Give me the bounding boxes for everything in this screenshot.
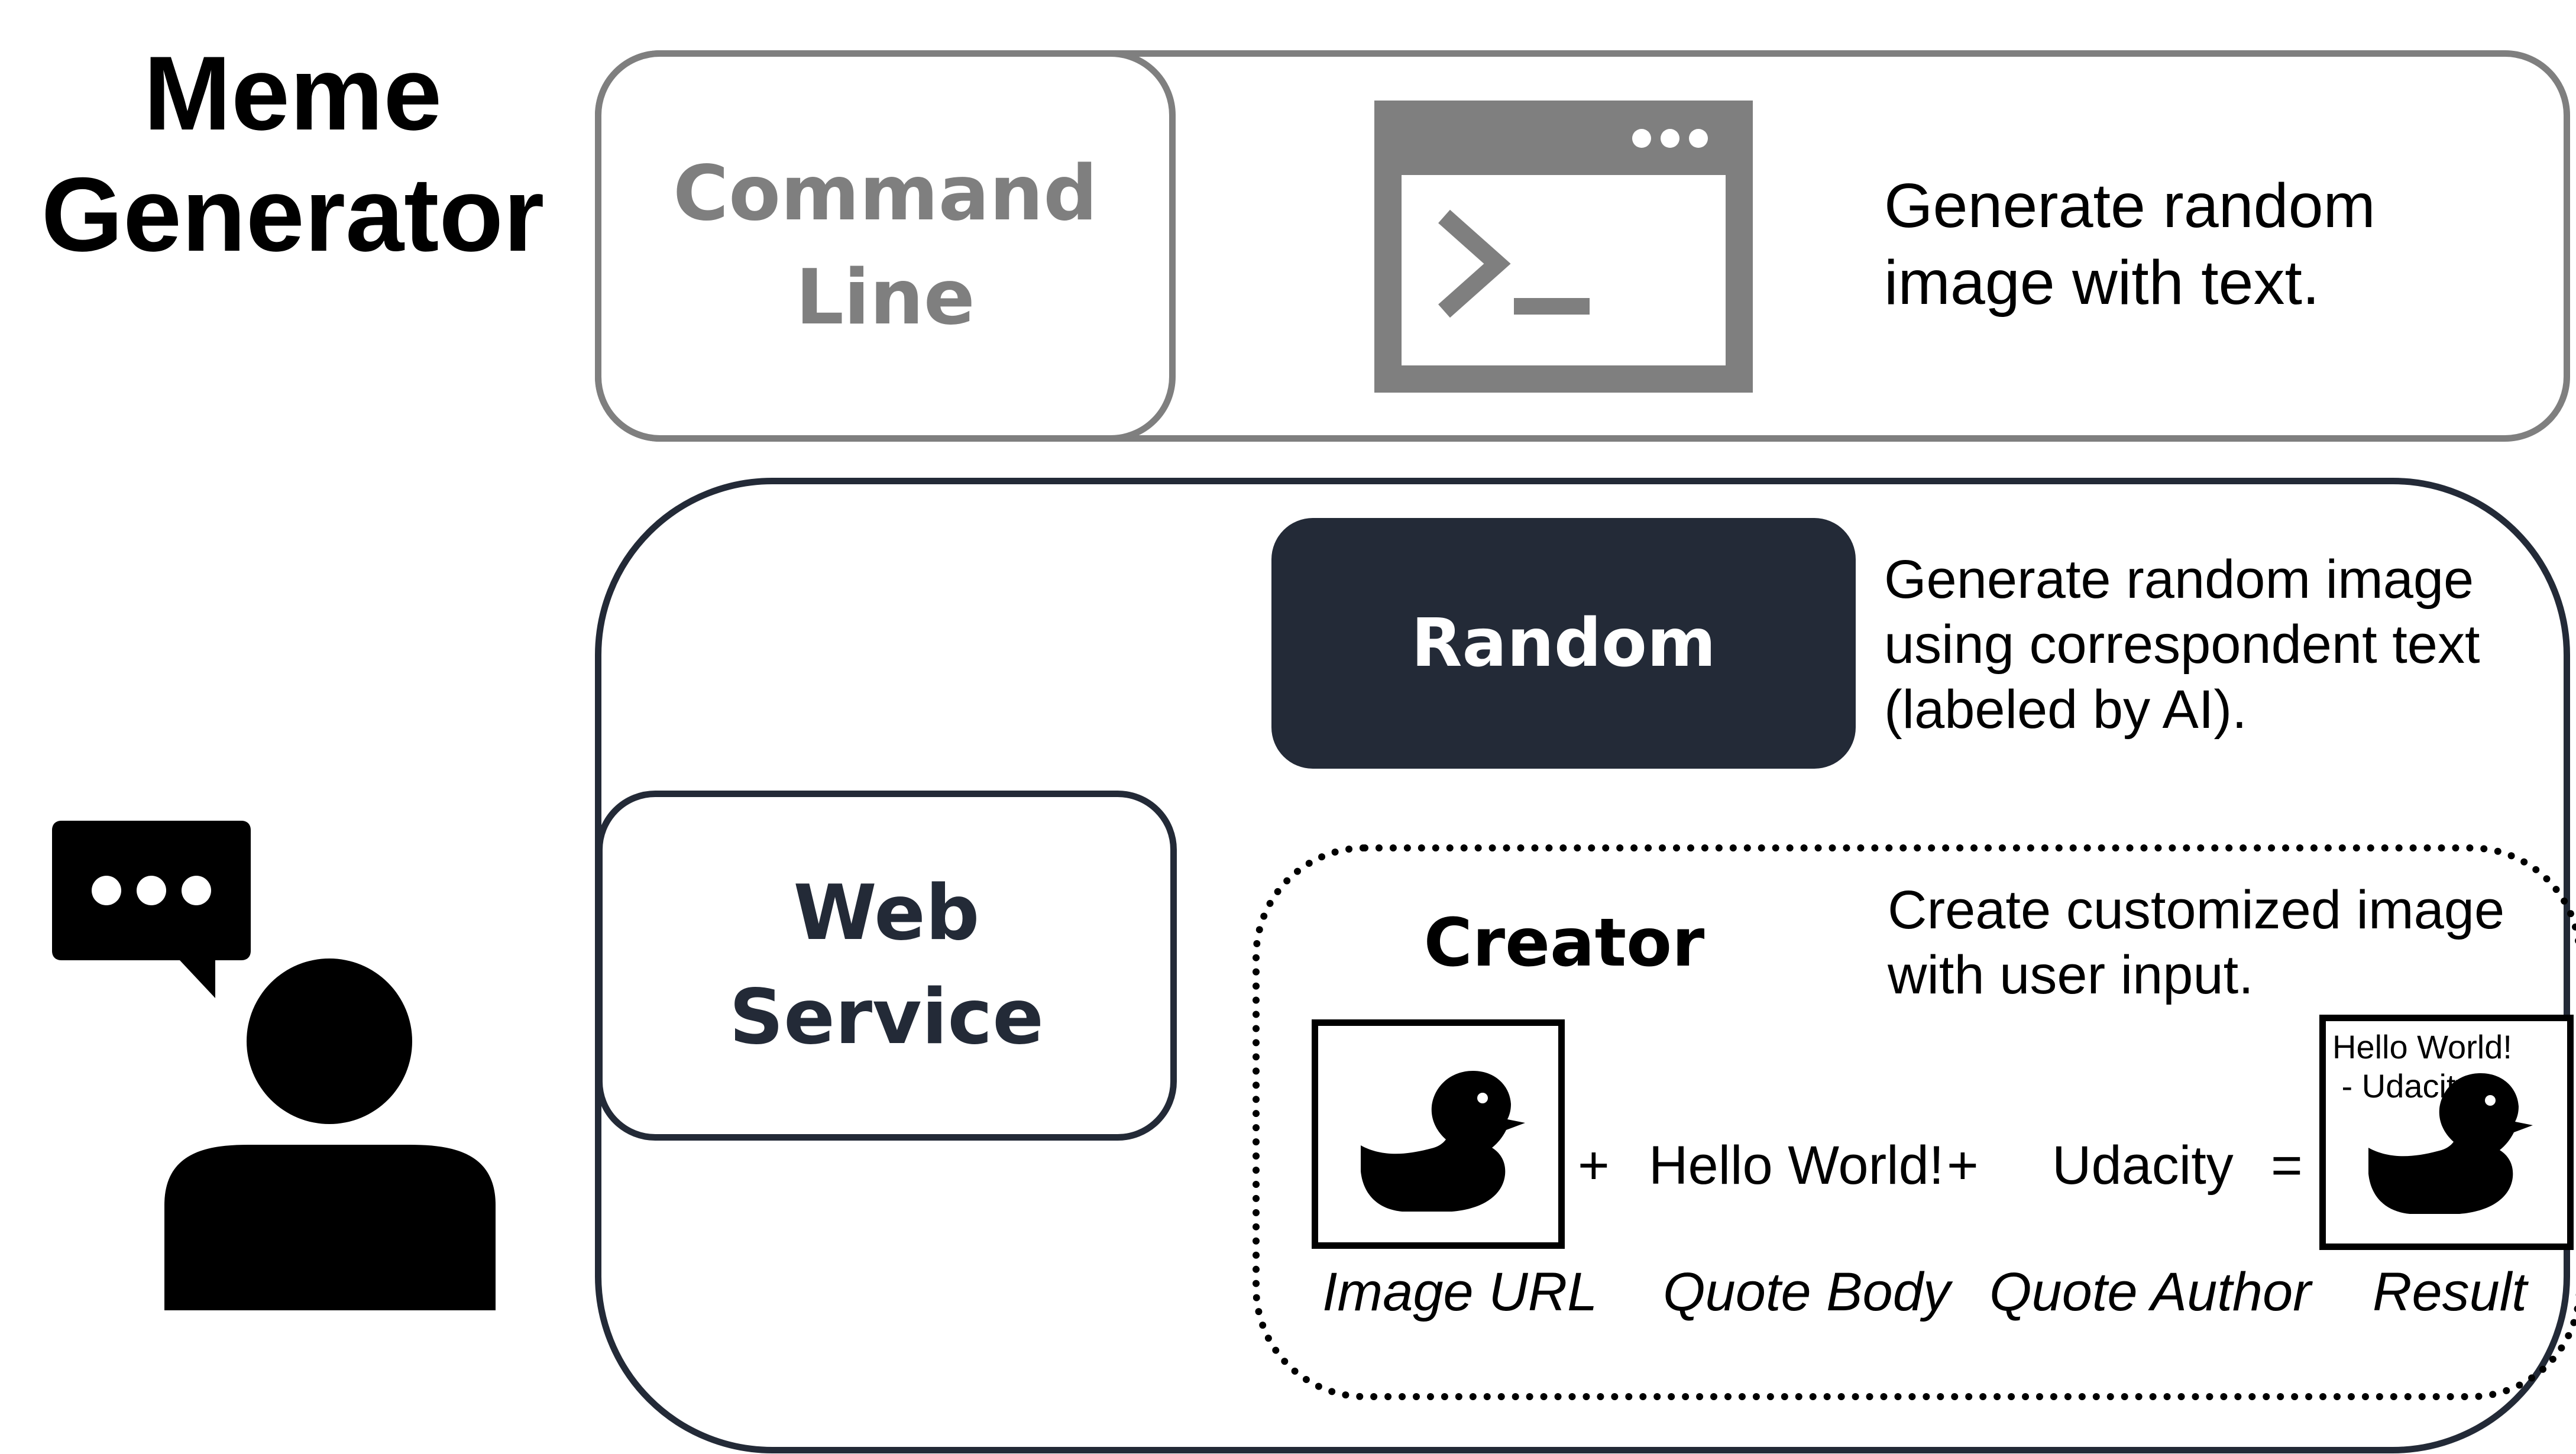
caption-quote-author: Quote Author: [1989, 1262, 2311, 1322]
command-line-description-line-2: image with text.: [1884, 248, 2320, 318]
quote-body-value: Hello World!: [1649, 1135, 1944, 1196]
random-description-line-2: using correspondent text: [1884, 614, 2480, 675]
duck-icon: [2368, 1073, 2533, 1214]
command-line-label: Command Line: [673, 142, 1098, 350]
page-title: Meme Generator: [0, 33, 585, 275]
command-line-description: Generate random image with text.: [1884, 167, 2546, 321]
web-service-label-box: Web Service: [596, 791, 1177, 1141]
result-text-line-1: Hello World!: [2332, 1028, 2512, 1066]
random-description-line-1: Generate random image: [1884, 549, 2474, 610]
user-chat-icon: [52, 821, 496, 1310]
caption-result: Result: [2373, 1262, 2527, 1322]
caption-image-url: Image URL: [1322, 1262, 1598, 1322]
creator-label: Creator: [1423, 905, 1705, 982]
title-line-2: Generator: [41, 156, 545, 273]
creator-description-line-1: Create customized image: [1888, 880, 2505, 940]
image-url-frame: [1312, 1019, 1565, 1249]
creator-description-line-2: with user input.: [1888, 945, 2254, 1005]
random-description: Generate random image using corresponden…: [1884, 547, 2564, 742]
command-line-label-line-2: Line: [795, 254, 975, 342]
command-line-description-line-1: Generate random: [1884, 171, 2376, 241]
title-line-1: Meme: [143, 34, 442, 152]
plus-sign-2: +: [1947, 1135, 1979, 1196]
result-frame: [2319, 1015, 2574, 1250]
result-text-line-2: - Udacity: [2332, 1067, 2473, 1105]
random-description-line-3: (labeled by AI).: [1884, 679, 2247, 740]
random-box: Random: [1271, 518, 1856, 769]
creator-section: [1253, 844, 2576, 1400]
result-caption-text: Hello World! - Udacity: [2332, 1028, 2569, 1106]
web-service-label-line-2: Service: [729, 973, 1044, 1061]
terminal-window-icon: [1374, 101, 1753, 393]
duck-icon: [1361, 1071, 1525, 1212]
quote-author-value: Udacity: [2052, 1135, 2234, 1196]
plus-sign-1: +: [1578, 1135, 1610, 1196]
equals-sign: =: [2271, 1135, 2303, 1196]
caption-quote-body: Quote Body: [1663, 1262, 1950, 1322]
creator-description: Create customized image with user input.: [1888, 877, 2568, 1008]
command-line-label-box: Command Line: [595, 50, 1176, 442]
command-line-label-line-1: Command: [673, 150, 1098, 238]
web-service-label: Web Service: [729, 862, 1044, 1070]
web-service-label-line-1: Web: [793, 869, 980, 957]
